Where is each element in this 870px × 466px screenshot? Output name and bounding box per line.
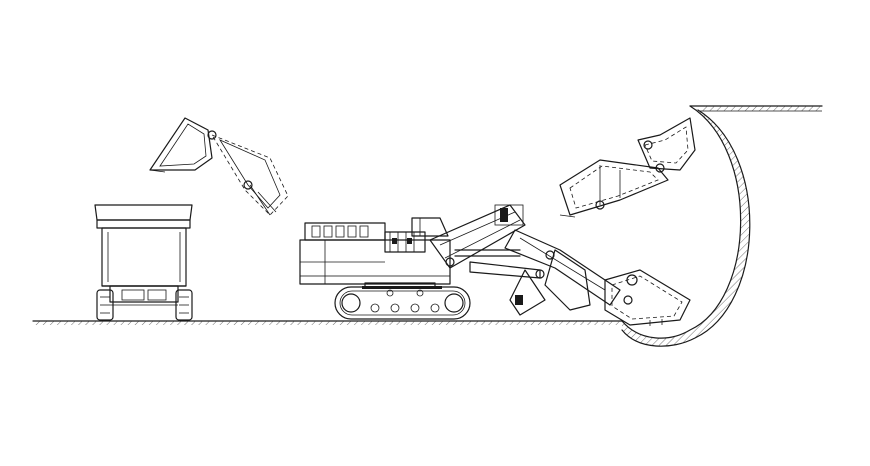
excavation-face <box>621 105 823 347</box>
excavator-house <box>299 217 451 289</box>
bucket-position-upper-right <box>559 117 696 218</box>
crawler-track <box>334 286 471 320</box>
bucket-position-upper-left <box>149 117 289 216</box>
excavator-arm <box>469 229 621 316</box>
haul-truck <box>94 204 193 321</box>
hydraulic-excavator <box>299 204 691 326</box>
ground-line <box>32 320 623 325</box>
bucket-position-digging <box>604 269 691 326</box>
